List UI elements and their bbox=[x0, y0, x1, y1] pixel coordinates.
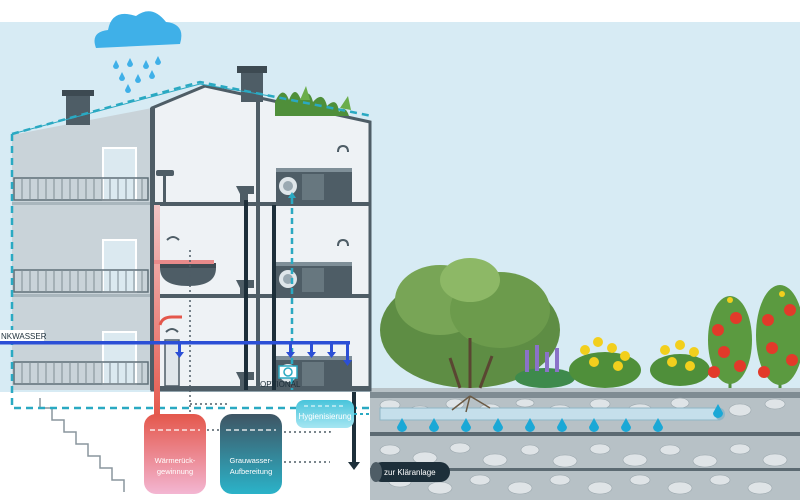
waermerueckgewinnung-tank: Wärmerück- gewinnung bbox=[144, 414, 206, 494]
grauwasser-label-1: Grauwasser- bbox=[230, 456, 273, 465]
klaeranlage-label: zur Kläranlage bbox=[384, 468, 436, 477]
shower-icon bbox=[164, 339, 180, 387]
washbasin-icon bbox=[156, 170, 174, 176]
stairs bbox=[39, 398, 125, 492]
optional-pump-icon bbox=[278, 365, 298, 379]
toilet-icon bbox=[236, 186, 254, 202]
flower-bed-icon bbox=[515, 337, 710, 388]
shrub-icon bbox=[380, 258, 560, 413]
hygienisierung-unit: Hygienisierung bbox=[296, 400, 354, 428]
sewage-drain bbox=[352, 392, 356, 462]
building-main bbox=[150, 66, 372, 392]
shower-head-icon bbox=[166, 236, 180, 241]
grauwasser-tank: Grauwasser- Aufbereitung bbox=[220, 414, 282, 494]
irrigation-pipe bbox=[379, 407, 725, 421]
tomato-plant-icon bbox=[708, 285, 800, 388]
optional-label: OPTIONAL bbox=[260, 380, 301, 389]
bathtub-icon bbox=[160, 268, 216, 286]
greywater-riser bbox=[244, 200, 248, 390]
greywater-dotted-lines bbox=[189, 250, 331, 463]
rain-cloud-icon bbox=[94, 11, 182, 93]
ground bbox=[370, 388, 800, 500]
water-drop-icon bbox=[397, 404, 723, 432]
klaeranlage-pipe: zur Kläranlage bbox=[370, 462, 450, 482]
trinkwasser-label: NKWASSER bbox=[1, 332, 47, 341]
fresh-water-line bbox=[0, 341, 352, 366]
trinkwasser-label-bg bbox=[0, 330, 44, 341]
hygienisierung-label: Hygienisierung bbox=[299, 412, 352, 421]
warm-water-pipe bbox=[154, 205, 160, 420]
waermerueck-label-1: Wärmerück- bbox=[155, 456, 196, 465]
building-left bbox=[12, 90, 152, 390]
grauwasser-label-2: Aufbereitung bbox=[230, 467, 273, 476]
waermerueck-label-2: gewinnung bbox=[157, 467, 193, 476]
